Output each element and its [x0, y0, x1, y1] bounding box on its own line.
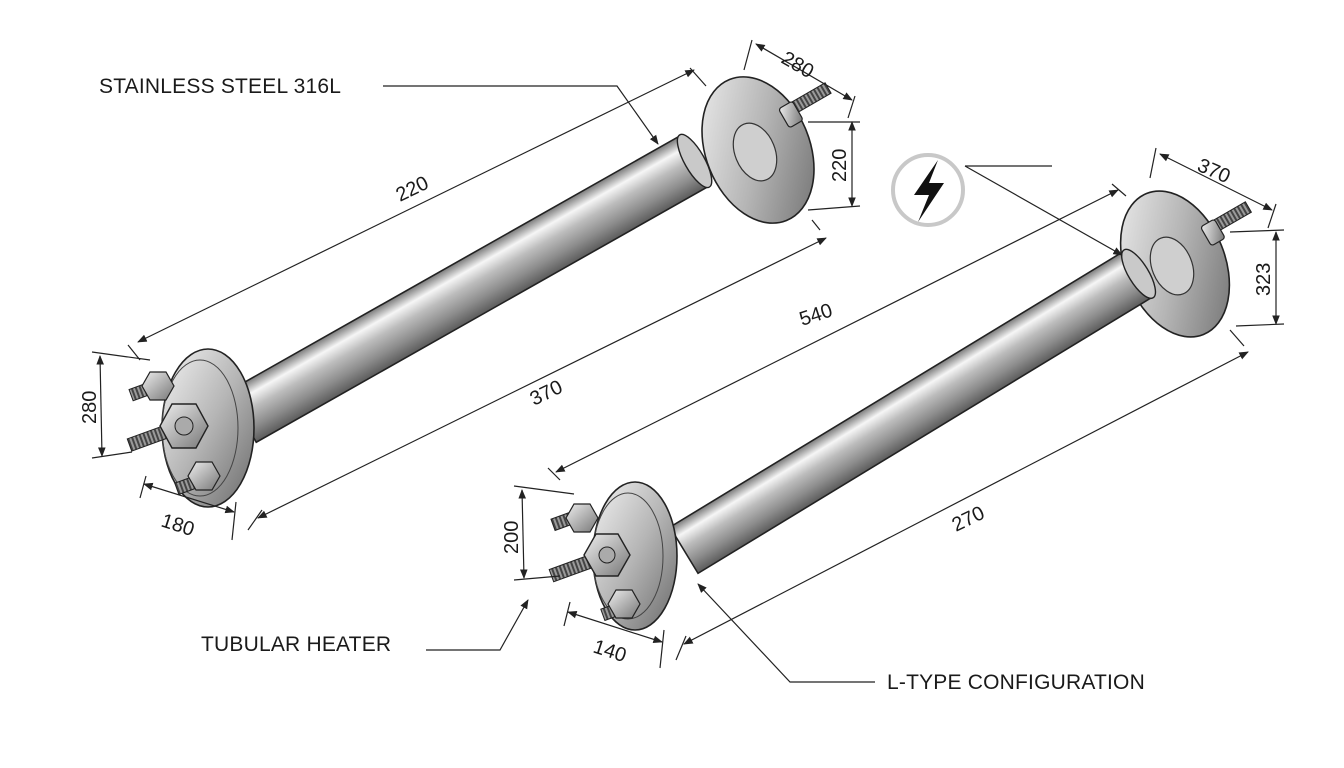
dimension-lines [91, 39, 1285, 669]
dim-left-top-flange-height: 220 [829, 149, 851, 182]
right-nut-top [550, 503, 599, 533]
left-top-stud [778, 82, 832, 128]
left-end-flange [126, 348, 255, 508]
right-nut-center [548, 533, 631, 583]
dim-right-overall-upper: 540 [797, 300, 836, 331]
right-end-flange [548, 481, 678, 631]
dim-left-top-flange: 280 [778, 47, 818, 83]
callout-heater: TUBULAR HEATER [201, 633, 391, 656]
lightning-bolt-icon [891, 153, 965, 227]
left-nut-top [128, 371, 175, 402]
dim-right-top-flange: 370 [1194, 154, 1233, 188]
left-top-flange [701, 76, 832, 224]
dim-right-overall-lower: 270 [949, 502, 989, 536]
left-heater [126, 76, 832, 508]
dim-right-top-flange-height: 323 [1253, 263, 1275, 296]
callout-material: STAINLESS STEEL 316L [99, 75, 341, 98]
callout-labels: STAINLESS STEEL 316L TUBULAR HEATER L-TY… [99, 75, 1145, 694]
callout-configuration: L-TYPE CONFIGURATION [887, 671, 1145, 694]
left-tube [226, 133, 713, 444]
dim-right-end-flange-height: 200 [501, 521, 523, 554]
dim-right-end-flange-width: 140 [590, 636, 629, 667]
left-nut-center [126, 403, 209, 452]
dim-left-overall-lower: 370 [527, 376, 567, 410]
dim-left-end-flange-width: 180 [158, 510, 197, 541]
right-heater [548, 190, 1253, 631]
dim-left-end-flange-height: 280 [79, 391, 101, 424]
right-top-stud [1200, 201, 1253, 246]
